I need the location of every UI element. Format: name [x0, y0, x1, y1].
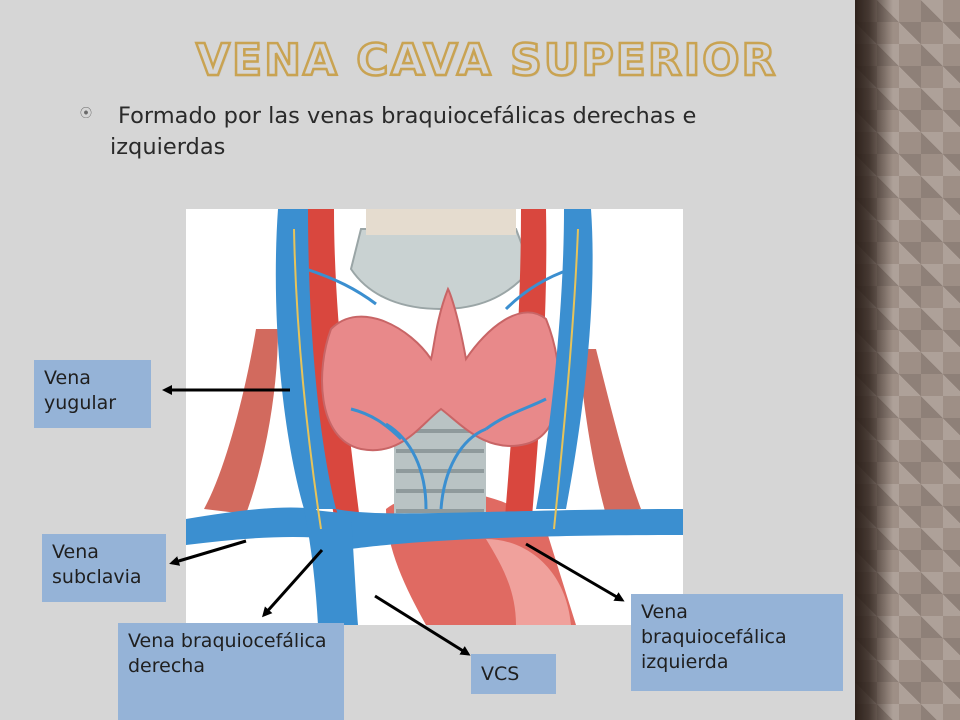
label-vena-yugular: Vena yugular: [34, 360, 151, 428]
right-internal-jugular-vein: [275, 209, 336, 509]
left-neck-muscle: [578, 349, 641, 515]
label-vena-subclavia: Vena subclavia: [42, 534, 166, 602]
right-neck-muscle: [204, 329, 278, 514]
right-subclavian-vein: [186, 507, 336, 545]
nerves: [293, 228, 579, 530]
bullet-text: Formado por las venas braquiocefálicas d…: [110, 103, 697, 160]
slide-title: VENA CAVA SUPERIOR: [195, 34, 778, 88]
thyroid-gland: [321, 286, 561, 452]
slide: VENA CAVA SUPERIOR ⦿ Formado por las ven…: [34, 33, 843, 720]
anatomy-illustration: [186, 209, 683, 625]
left-internal-jugular-vein: [536, 209, 593, 509]
left-brachiocephalic-vein: [336, 509, 683, 549]
label-vcs: VCS: [471, 654, 556, 694]
anatomy-drawing: [186, 209, 683, 625]
thyroid-veins: [305, 267, 572, 510]
label-vena-braquiocefalica-derecha: Vena braquiocefálica derecha: [118, 623, 344, 720]
hyoid-region: [366, 209, 516, 235]
bullet-point: ⦿ Formado por las venas braquiocefálicas…: [80, 101, 740, 163]
circle-dot-bullet-icon: ⦿: [80, 106, 93, 120]
decorative-side-panel: [855, 0, 960, 720]
label-vena-braquiocefalica-izquierda: Vena braquiocefálica izquierda: [631, 594, 843, 691]
